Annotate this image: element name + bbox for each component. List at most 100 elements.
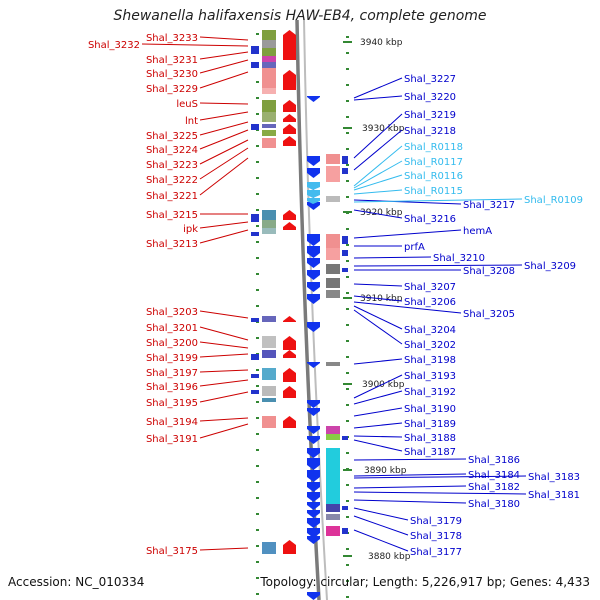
backbone-line-shadow	[303, 19, 328, 600]
gene-label-connector	[353, 374, 403, 399]
gene-label-right: Shal_R0118	[404, 142, 463, 153]
kbp-marker-label: 3940 kbp	[360, 38, 403, 48]
gene-block-left	[262, 220, 276, 228]
gene-arrow-reverse	[307, 246, 320, 258]
gene-box-left	[251, 390, 259, 394]
gene-label-left: Shal_3203	[146, 307, 198, 318]
gene-arrow-forward	[283, 222, 296, 230]
gene-arrow-reverse	[307, 448, 320, 458]
gene-arrow-reverse	[307, 426, 320, 434]
gene-label-right: Shal_3177	[410, 547, 462, 558]
gene-block-left	[262, 350, 276, 358]
gene-box-left	[251, 318, 259, 322]
gene-label-connector	[353, 422, 403, 429]
gene-block-left	[262, 542, 276, 554]
gene-label-left: Shal_3225	[146, 131, 198, 142]
gene-label-connector	[353, 189, 403, 195]
gene-label-connector	[353, 198, 523, 203]
gene-label-left: Shal_3215	[146, 210, 198, 221]
gene-block-right	[326, 504, 340, 512]
gene-label-connector	[199, 369, 249, 373]
gene-box-right	[342, 506, 348, 510]
gene-label-connector	[199, 102, 249, 105]
gene-label-left: Shal_3194	[146, 417, 198, 428]
gene-label-left: Shal_3223	[146, 160, 198, 171]
gene-label-right: Shal_3198	[404, 355, 456, 366]
gene-label-right: Shal_3207	[404, 282, 456, 293]
gene-label-connector	[353, 515, 409, 536]
gene-label-right: Shal_R0115	[404, 186, 463, 197]
gene-box-right	[342, 436, 348, 440]
gene-arrow-forward	[283, 124, 296, 134]
gene-label-left: Shal_3200	[146, 338, 198, 349]
gene-arrow-reverse	[307, 436, 320, 444]
gene-label-connector	[353, 491, 527, 495]
gene-block-left	[262, 228, 276, 234]
gene-label-connector	[353, 390, 403, 405]
gene-label-connector	[353, 295, 403, 302]
gene-label-left: ipk	[183, 224, 198, 235]
gene-label-right: Shal_3217	[463, 200, 515, 211]
gene-label-right: Shal_3186	[468, 455, 520, 466]
gene-label-left: Shal_3229	[146, 84, 198, 95]
gene-arrow-reverse	[307, 96, 320, 102]
gene-label-right: prfA	[404, 242, 425, 253]
gene-block-left	[262, 210, 276, 220]
gene-label-connector	[199, 139, 249, 165]
gene-label-connector	[199, 36, 249, 41]
gene-label-connector	[353, 160, 403, 189]
gene-arrow-reverse	[307, 294, 320, 304]
gene-label-left: Shal_3232	[88, 40, 140, 51]
gene-block-right	[326, 234, 340, 248]
rna-arrow	[307, 182, 320, 190]
gene-block-left	[262, 124, 276, 128]
gene-label-right: Shal_3204	[404, 325, 456, 336]
gene-label-left: Shal_3222	[146, 175, 198, 186]
gene-arrow-reverse	[307, 458, 320, 470]
gene-arrow-forward	[283, 368, 296, 382]
gene-label-connector	[199, 71, 249, 89]
gene-label-connector	[353, 507, 409, 521]
gene-label-left: leuS	[176, 99, 198, 110]
gene-arrow-reverse	[307, 258, 320, 268]
gene-label-right: Shal_3181	[528, 490, 580, 501]
gene-label-left: Shal_3175	[146, 546, 198, 557]
gene-label-right: Shal_3219	[404, 110, 456, 121]
gene-block-right	[326, 514, 340, 520]
gene-label-connector	[353, 473, 467, 477]
gene-label-right: Shal_3208	[463, 266, 515, 277]
gene-label-right: Shal_3227	[404, 74, 456, 85]
gene-arrow-forward	[283, 70, 296, 90]
gene-arrow-reverse	[307, 536, 320, 544]
gene-block-left	[262, 62, 276, 68]
gene-block-left	[262, 316, 276, 322]
gene-label-connector	[353, 199, 462, 205]
gene-block-right	[326, 196, 340, 202]
gene-arrow-forward	[283, 30, 296, 44]
gene-block-right	[326, 248, 340, 260]
gene-arrow-reverse	[307, 282, 320, 292]
gene-block-left	[262, 138, 276, 148]
gene-label-left: Shal_3195	[146, 398, 198, 409]
gene-label-right: Shal_3188	[404, 433, 456, 444]
gene-arrow-forward	[283, 44, 296, 60]
gene-box-left	[251, 62, 259, 68]
gene-label-connector	[199, 221, 249, 229]
gene-arrow-reverse	[307, 482, 320, 492]
gene-box-left	[251, 374, 259, 378]
gene-arrow-reverse	[307, 156, 320, 166]
gene-label-connector	[199, 51, 249, 60]
gene-label-right: Shal_3209	[524, 261, 576, 272]
gene-label-right: Shal_3190	[404, 404, 456, 415]
gene-label-right: Shal_3183	[528, 472, 580, 483]
gene-label-right: Shal_3179	[410, 516, 462, 527]
kbp-marker-label: 3880 kbp	[368, 552, 411, 562]
gene-block-right	[326, 526, 340, 536]
gene-label-connector	[199, 417, 249, 422]
gene-label-left: Shal_3191	[146, 434, 198, 445]
gene-label-left: Shal_3221	[146, 191, 198, 202]
gene-label-connector	[353, 145, 403, 187]
gene-label-connector	[199, 147, 249, 180]
gene-arrow-reverse	[307, 528, 320, 538]
